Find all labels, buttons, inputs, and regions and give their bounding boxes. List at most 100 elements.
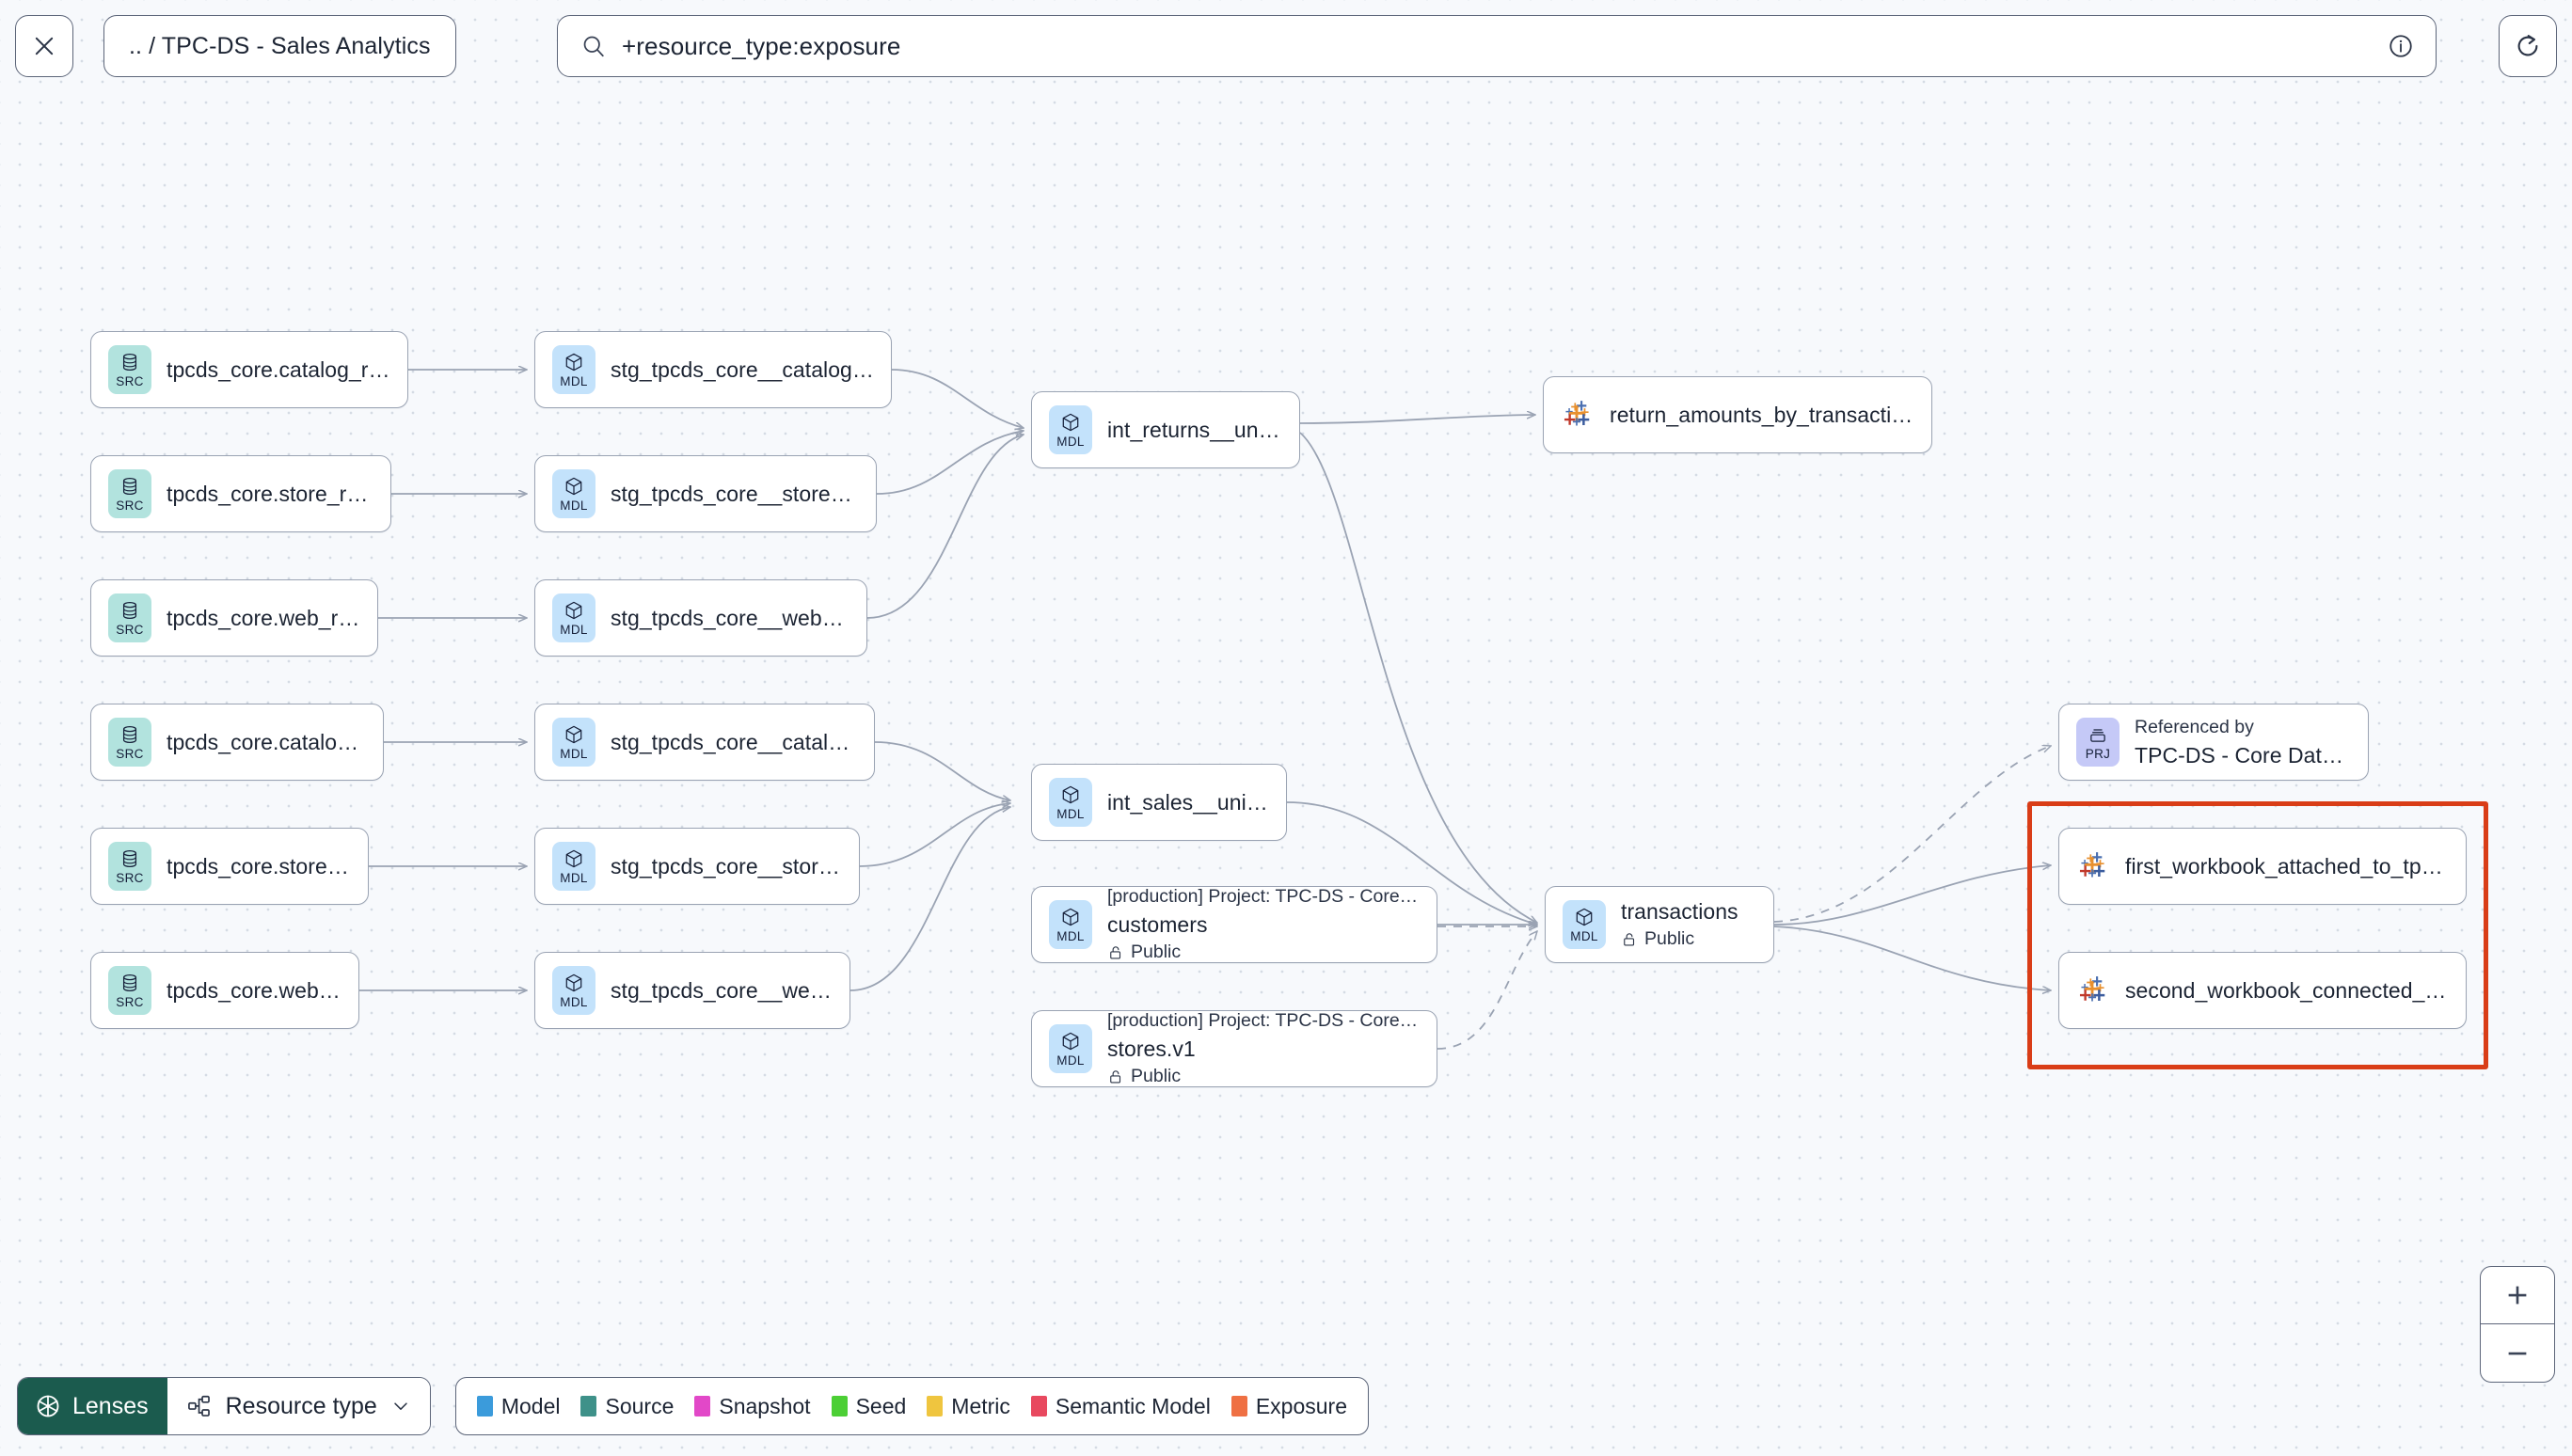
database-icon (119, 724, 140, 745)
graph-node-stg-store-returns[interactable]: MDL stg_tpcds_core__store_returns (534, 455, 877, 532)
badge-label: MDL (560, 373, 588, 388)
lenses-button[interactable]: Lenses (18, 1378, 167, 1434)
legend-swatch (694, 1396, 711, 1416)
graph-node-exp-second-workbook[interactable]: second_workbook_connected_to_live… (2058, 952, 2467, 1029)
legend-swatch (476, 1396, 493, 1416)
graph-node-exp-first-workbook[interactable]: first_workbook_attached_to_tpc-ds_-_… (2058, 828, 2467, 905)
node-title: transactions (1621, 899, 1738, 924)
cube-icon (1060, 1031, 1081, 1052)
node-labels: stg_tpcds_core__store_sales (611, 854, 842, 879)
node-visibility: Public (1107, 1066, 1420, 1087)
graph-node-mdl-stores-v1[interactable]: MDL [production] Project: TPC-DS - Core D… (1031, 1010, 1437, 1087)
mdl-badge: MDL (1563, 900, 1606, 949)
node-title: stg_tpcds_core__web_returns (611, 605, 849, 630)
src-badge: SRC (108, 469, 151, 518)
node-subtitle: [production] Project: TPC-DS - Core Data… (1107, 1010, 1420, 1031)
legend-item-model[interactable]: Model (476, 1394, 560, 1419)
resource-type-label: Resource type (225, 1392, 377, 1419)
refresh-button[interactable] (2499, 15, 2557, 77)
zoom-in-button[interactable] (2481, 1267, 2554, 1324)
cube-icon (564, 848, 584, 869)
node-visibility: Public (1621, 928, 1738, 950)
close-button[interactable] (15, 15, 73, 77)
badge-label: MDL (1056, 434, 1085, 449)
node-labels: tpcds_core.catalog_returns (167, 357, 390, 383)
resource-type-legend: Model Source Snapshot Seed Metric Semantic Mo… (454, 1377, 1369, 1435)
badge-label: SRC (116, 498, 144, 513)
node-labels: tpcds_core.catalog_sales (167, 730, 366, 755)
legend-label: Metric (951, 1393, 1010, 1418)
legend-item-exposure[interactable]: Exposure (1230, 1393, 1347, 1419)
resource-type-dropdown[interactable]: Resource type (167, 1378, 430, 1434)
visibility-label: Public (1131, 942, 1182, 962)
info-icon[interactable] (2387, 32, 2415, 60)
graph-node-exp-return-amounts[interactable]: return_amounts_by_transaction_type (1543, 376, 1932, 453)
bottom-toolbar: Lenses Resource type (17, 1377, 1369, 1435)
node-title: int_sales__unioned (1107, 789, 1269, 815)
node-title: stores.v1 (1107, 1037, 1196, 1061)
legend-label: Seed (855, 1393, 907, 1418)
node-labels: stg_tpcds_core__web_returns (611, 606, 849, 631)
legend-swatch (1030, 1396, 1047, 1416)
src-badge: SRC (108, 842, 151, 891)
close-icon (35, 37, 54, 55)
legend-item-snapshot[interactable]: Snapshot (694, 1394, 811, 1419)
mdl-badge: MDL (1049, 1024, 1092, 1073)
zoom-out-button[interactable] (2481, 1324, 2554, 1382)
legend-swatch (927, 1396, 944, 1416)
refresh-icon (2517, 35, 2538, 56)
node-labels: stg_tpcds_core__store_returns (611, 482, 859, 507)
lens-group: Lenses Resource type (17, 1377, 431, 1435)
legend-label: Exposure (1255, 1393, 1347, 1418)
graph-node-mdl-customers[interactable]: MDL[production] Project: TPC-DS - Core D… (1031, 886, 1437, 963)
legend-item-seed[interactable]: Seed (831, 1393, 907, 1419)
node-title: customers (1107, 912, 1208, 937)
badge-label: MDL (1056, 928, 1085, 943)
plus-icon (2508, 1286, 2527, 1305)
search-bar[interactable]: +resource_type:exposure (557, 15, 2437, 77)
graph-node-stg-catalog-sales[interactable]: MDL stg_tpcds_core__catalog_sales (534, 704, 875, 781)
visibility-label: Public (1644, 928, 1695, 949)
legend-swatch (831, 1396, 848, 1416)
legend-item-semantic-model[interactable]: Semantic Model (1030, 1394, 1211, 1419)
tableau-icon (1561, 400, 1593, 430)
graph-node-stg-catalog-returns[interactable]: MDL stg_tpcds_core__catalog_returns (534, 331, 892, 408)
cube-icon (1574, 907, 1595, 927)
node-labels: second_workbook_connected_to_live… (2125, 978, 2449, 1004)
node-title: stg_tpcds_core__catalog_sales (611, 729, 857, 754)
chevron-down-icon (390, 1396, 411, 1416)
cube-icon (564, 973, 584, 993)
graph-node-src-catalog-sales[interactable]: SRC tpcds_core.catalog_sales (90, 704, 384, 781)
database-icon (119, 352, 140, 372)
cube-icon (564, 476, 584, 497)
badge-label: MDL (560, 498, 588, 513)
legend-item-metric[interactable]: Metric (927, 1394, 1010, 1419)
database-icon (119, 973, 140, 993)
zoom-controls (2480, 1266, 2555, 1383)
legend-item-source[interactable]: Source (580, 1394, 674, 1419)
mdl-badge: MDL (552, 966, 595, 1015)
badge-label: MDL (1056, 1052, 1085, 1068)
search-input[interactable]: +resource_type:exposure (622, 31, 901, 60)
badge-label: SRC (116, 622, 144, 637)
breadcrumb[interactable]: .. / TPC-DS - Sales Analytics (103, 15, 456, 77)
src-badge: SRC (108, 718, 151, 767)
badge-label: PRJ (2085, 746, 2111, 761)
node-labels: return_amounts_by_transaction_type (1610, 403, 1914, 428)
mdl-badge: MDL (552, 718, 595, 767)
node-labels: stg_tpcds_core__catalog_returns (611, 357, 874, 383)
